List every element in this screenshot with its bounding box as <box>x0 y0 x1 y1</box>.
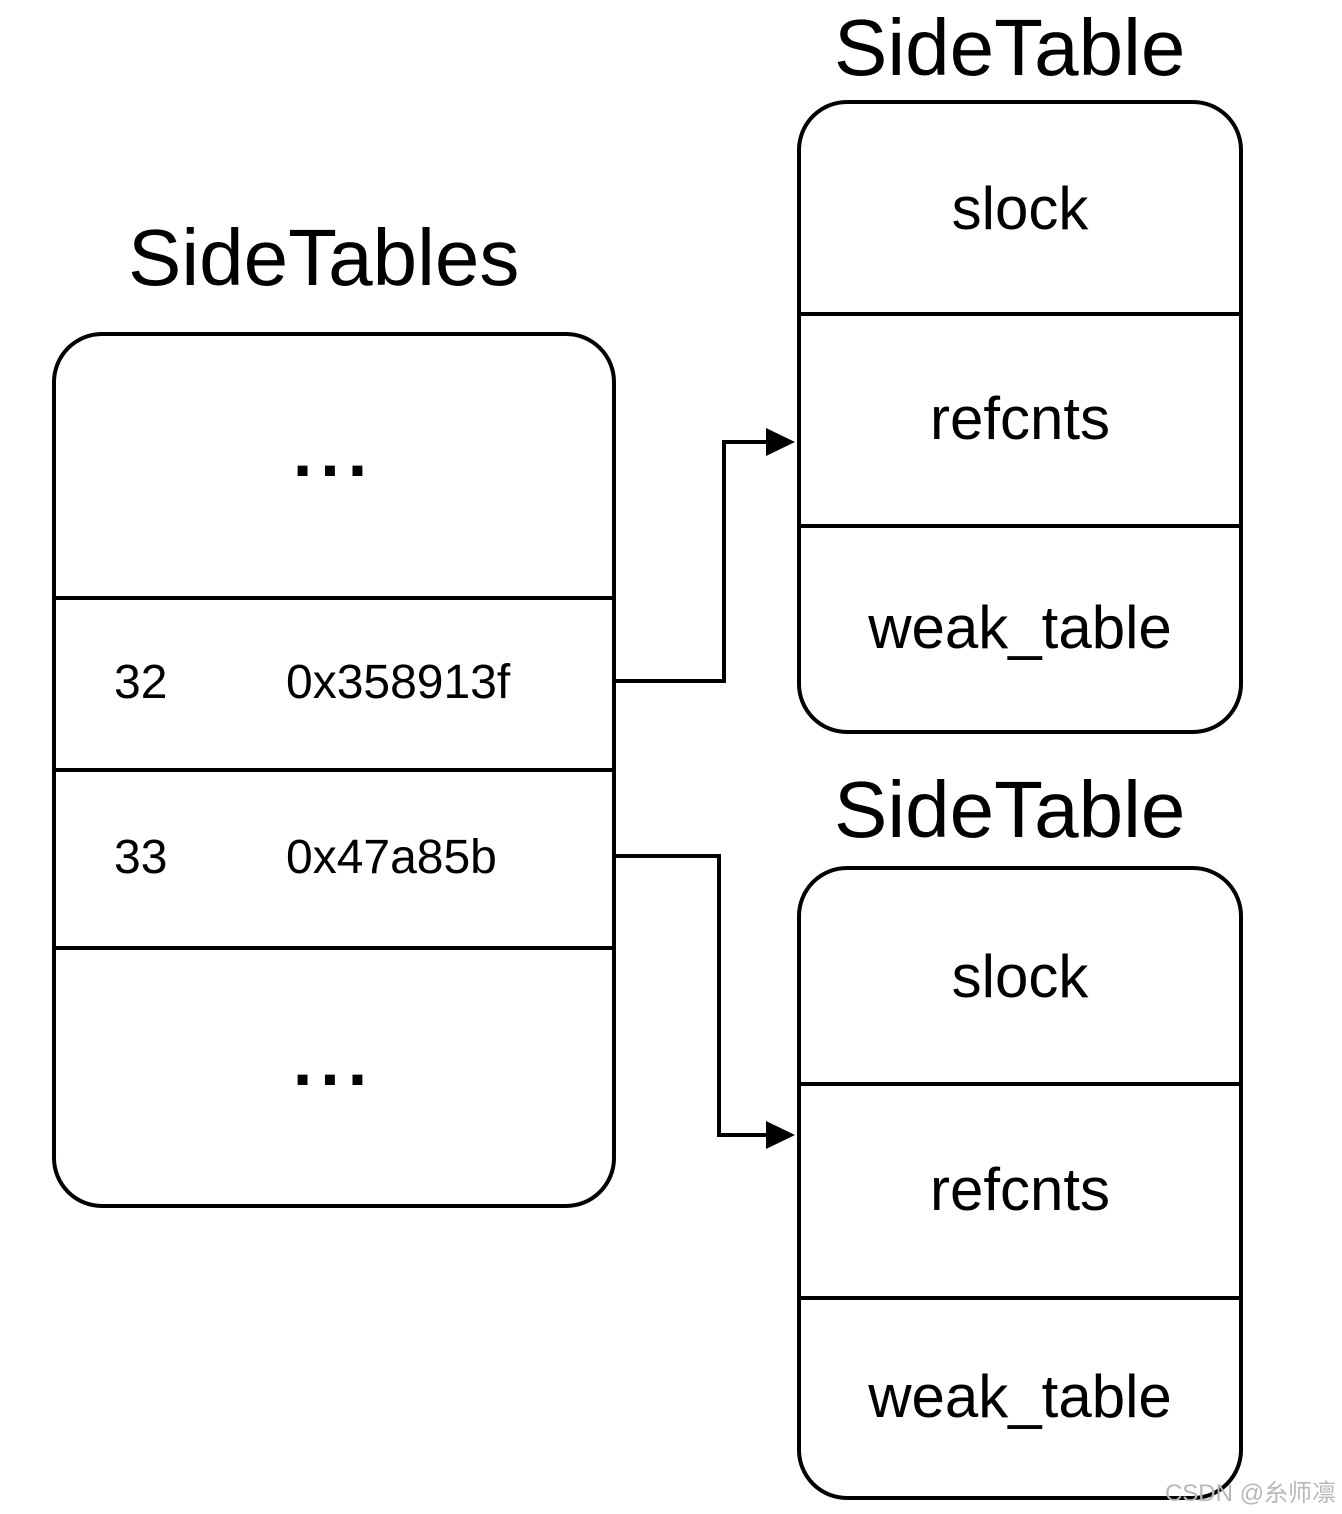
sidetables-row-ellipsis-top: ... <box>56 336 612 600</box>
sidetable-field-slock: slock <box>801 104 1239 316</box>
ellipsis-label: ... <box>292 1022 376 1100</box>
field-label: refcnts <box>929 384 1111 452</box>
sidetables-row-33: 33 0x47a85b <box>56 768 612 950</box>
ellipsis-label: ... <box>292 413 376 491</box>
sidetable-field-refcnts: refcnts <box>801 312 1239 528</box>
sidetable-box-1: slock refcnts weak_table <box>797 100 1243 734</box>
sidetable-box-2: slock refcnts weak_table <box>797 866 1243 1500</box>
field-label: weak_table <box>868 1362 1172 1430</box>
sidetable-field-slock: slock <box>801 870 1239 1086</box>
sidetable-title-2: SideTable <box>834 765 1186 854</box>
field-label: weak_table <box>868 593 1172 661</box>
sidetables-box: ... 32 0x358913f 33 0x47a85b ... <box>52 332 616 1208</box>
sidetables-row-ellipsis-bottom: ... <box>56 946 612 1204</box>
sidetables-title: SideTables <box>128 213 520 302</box>
row-address: 0x47a85b <box>286 830 497 884</box>
arrow-32-to-sidetable-1 <box>616 428 795 683</box>
row-index: 32 <box>114 655 168 709</box>
field-label: refcnts <box>929 1155 1111 1223</box>
sidetable-field-weak-table: weak_table <box>801 524 1239 730</box>
sidetables-row-32: 32 0x358913f <box>56 596 612 772</box>
row-address: 0x358913f <box>286 655 511 709</box>
field-label: slock <box>951 174 1089 242</box>
arrowhead-icon <box>766 428 795 456</box>
sidetable-field-refcnts: refcnts <box>801 1082 1239 1300</box>
sidetable-title-1: SideTable <box>834 3 1186 92</box>
sidetable-field-weak-table: weak_table <box>801 1296 1239 1496</box>
arrow-33-to-sidetable-2 <box>616 854 795 1149</box>
row-index: 33 <box>114 830 168 884</box>
field-label: slock <box>951 942 1089 1010</box>
arrowhead-icon <box>766 1121 795 1149</box>
watermark: CSDN @糸师凛 <box>1164 1480 1336 1507</box>
